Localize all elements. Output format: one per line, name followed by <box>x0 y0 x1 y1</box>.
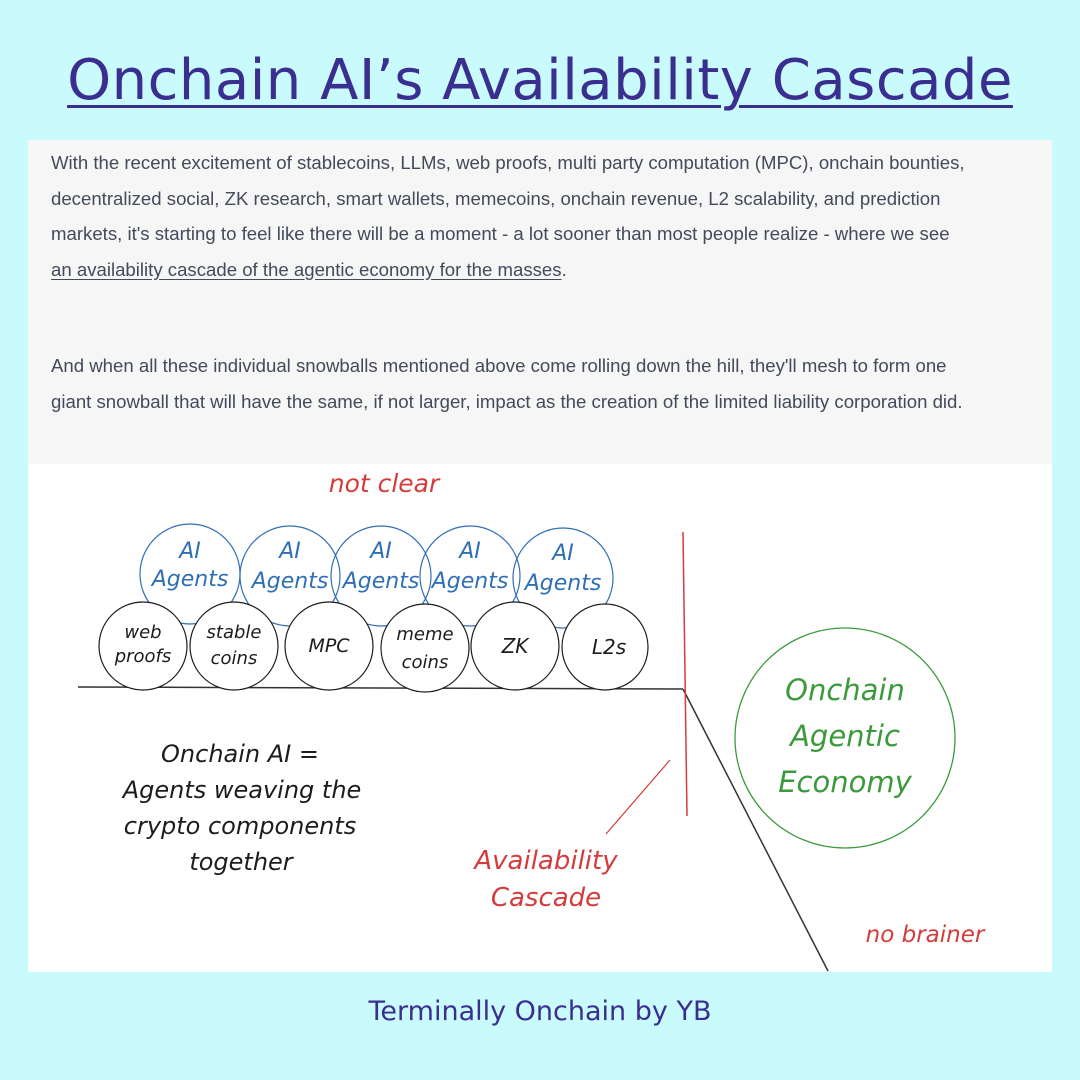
intro-paragraph-1: With the recent excitement of stablecoin… <box>51 145 971 287</box>
page-title: Onchain AI’s Availability Cascade <box>67 48 1013 113</box>
component-circle: MPC <box>284 601 374 691</box>
component-label-line1: L2s <box>592 635 626 659</box>
agent-circle: AI Agents <box>139 523 241 625</box>
agent-label-line1: AI <box>457 539 481 564</box>
intro-text: With the recent excitement of stablecoin… <box>51 152 965 244</box>
definition-line-1: Onchain AI = <box>161 740 319 768</box>
component-label-line2: coins <box>402 652 449 673</box>
economy-label-line-2: Agentic <box>788 719 900 753</box>
cascade-diagram: not clear AI Agents AI Agents AI Agents … <box>28 464 1052 972</box>
ground-line <box>77 686 684 690</box>
footer-credit: Terminally Onchain by YB <box>368 996 712 1027</box>
cascade-label-line-1: Availability <box>472 846 618 876</box>
definition-line-3: crypto components <box>124 812 357 840</box>
agent-label-line1: AI <box>277 539 301 564</box>
agent-circle: AI Agents <box>239 525 341 627</box>
agent-label-line2: Agents <box>523 571 602 596</box>
component-label-line1: MPC <box>308 635 350 657</box>
component-circle: L2s <box>561 603 649 691</box>
cascade-slope-line <box>682 688 829 972</box>
component-circle: web proofs <box>98 601 188 691</box>
article-excerpt: With the recent excitement of stablecoin… <box>28 140 1052 464</box>
cascade-label-line-2: Cascade <box>491 883 601 913</box>
component-label-line1: stable <box>207 622 262 643</box>
component-circle: stable coins <box>189 601 279 691</box>
availability-cascade-link[interactable]: an availability cascade of the agentic e… <box>51 258 562 280</box>
component-label-line2: coins <box>211 648 258 669</box>
economy-circle: Onchain Agentic Economy <box>734 627 956 849</box>
economy-label-line-1: Onchain <box>785 673 905 707</box>
economy-label-line-3: Economy <box>778 765 912 799</box>
definition-line-4: together <box>189 848 294 876</box>
agent-circle: AI Agents <box>330 525 432 627</box>
agent-label-line1: AI <box>177 539 201 564</box>
agent-circle: AI Agents <box>419 525 521 627</box>
agent-label-line2: Agents <box>430 569 509 594</box>
component-label-line2: proofs <box>114 646 172 667</box>
agent-label-line2: Agents <box>341 569 420 594</box>
agent-label-line1: AI <box>550 541 574 566</box>
component-circle: ZK <box>470 601 560 691</box>
no-brainer-label: no brainer <box>866 922 986 948</box>
definition-line-2: Agents weaving the <box>121 776 362 804</box>
agent-label-line1: AI <box>368 539 392 564</box>
intro-paragraph-2: And when all these individual snowballs … <box>51 355 963 412</box>
cascade-arrow <box>605 759 671 835</box>
cascade-edge-marker <box>682 531 688 817</box>
agent-circle: AI Agents <box>512 527 614 629</box>
intro-text-end: . <box>561 258 567 280</box>
not-clear-label: not clear <box>329 469 441 498</box>
component-circle: meme coins <box>380 603 470 693</box>
component-label-line1: web <box>124 622 161 643</box>
component-label-line1: ZK <box>501 634 531 658</box>
agent-label-line2: Agents <box>150 567 229 592</box>
component-label-line1: meme <box>396 624 453 645</box>
agent-label-line2: Agents <box>250 569 329 594</box>
